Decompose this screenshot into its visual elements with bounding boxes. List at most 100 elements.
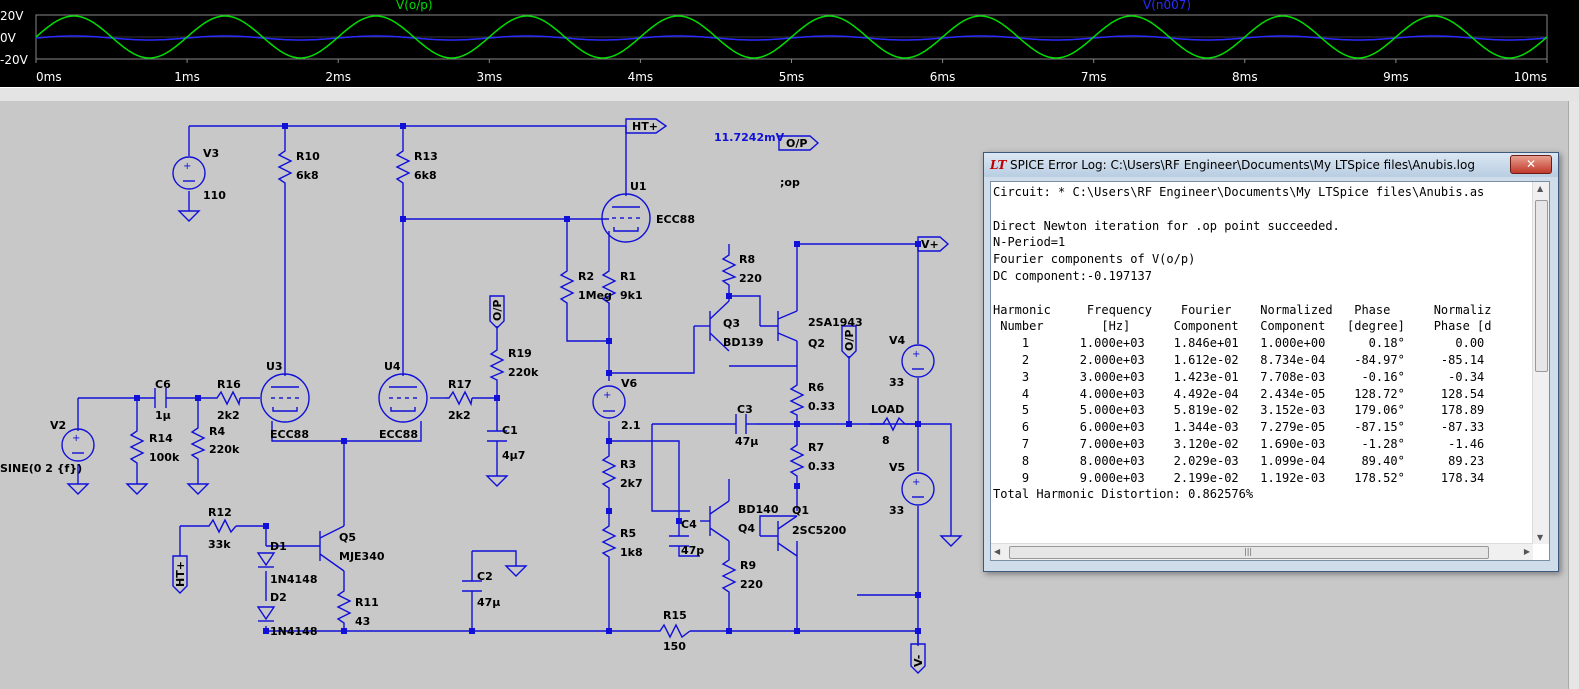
scroll-right-icon[interactable]: ▶ [1523,547,1530,556]
resistor-symbols[interactable] [129,146,906,639]
net-label-op-q2[interactable]: O/P [843,330,856,351]
x-tick-label: 6ms [930,70,956,84]
capacitor-symbols[interactable] [154,388,756,592]
x-tick-label: 2ms [325,70,351,84]
R5-name: R5 [620,527,636,540]
log-content[interactable]: Circuit: * C:\Users\RF Engineer\Document… [990,181,1550,561]
V4-name: V4 [889,334,906,347]
Q3-name: Q3 [723,317,740,330]
diode-symbols[interactable] [256,552,276,622]
transistor-symbols[interactable] [319,300,798,572]
vertical-scroll-thumb[interactable] [1535,200,1548,372]
Q1-value: 2SC5200 [792,524,847,537]
net-label-ht-plus-left[interactable]: HT+ [174,561,187,587]
C6-name: C6 [155,378,171,391]
net-flags[interactable] [172,118,950,674]
R10-name: R10 [296,150,320,163]
log-line: 7 7.000e+03 3.120e-02 1.690e-03 -1.28° -… [1021,436,1485,451]
Q3-value: BD139 [723,336,763,349]
horizontal-scrollbar[interactable]: ◀ ||| ▶ [991,543,1533,560]
schematic-drawing[interactable]: + + + + + [0,101,1579,689]
R3-value: 2k7 [620,477,643,490]
log-line: Circuit: * C:\Users\RF Engineer\Document… [993,185,1485,199]
V2-source-symbol[interactable]: + [61,428,95,462]
trace-n007[interactable] [35,35,1548,41]
right-scroll-edge[interactable] [1568,101,1579,689]
net-label-ht-plus-top[interactable]: HT+ [632,120,658,133]
net-label-op-top[interactable]: O/P [786,137,807,150]
log-line: Fourier components of V(o/p) [993,252,1196,267]
svg-text:+: + [72,433,80,444]
log-line: Number [Hz] Component Component [degree]… [1000,319,1492,334]
U1-value: ECC88 [656,213,695,226]
log-line: 1 1.000e+03 1.846e+01 1.000e+00 0.18° 0.… [1021,336,1485,351]
V4-value: 33 [889,376,904,389]
V2-value: SINE(0 2 {f}) [0,462,82,475]
V5-name: V5 [889,461,905,474]
grip-icon: ||| [1244,547,1253,556]
log-line: Total Harmonic Distortion: 0.862576% [993,487,1254,502]
U4-name: U4 [384,360,401,373]
log-line: 3 3.000e+03 1.423e-01 7.708e-03 -0.16° -… [1021,369,1485,384]
R2-value: 1Meg [578,289,612,302]
ground-symbols [66,210,963,577]
net-label-v-plus[interactable]: V+ [921,238,939,251]
log-line: 2 2.000e+03 1.612e-02 8.734e-04 -84.97° … [1021,352,1485,367]
V6-source-symbol[interactable]: + [592,385,626,419]
R4-value: 220k [209,443,240,456]
R8-value: 220 [739,272,762,285]
vertical-scrollbar[interactable]: ▲ ▼ [1532,182,1549,544]
V5-source-symbol[interactable]: + [901,472,935,506]
log-text[interactable]: Circuit: * C:\Users\RF Engineer\Document… [993,184,1531,540]
V3-source-symbol[interactable]: + [172,156,206,190]
trace1-legend[interactable]: V(o/p) [396,0,433,12]
log-title: SPICE Error Log: C:\Users\RF Engineer\Do… [1010,158,1475,172]
net-label-v-minus[interactable]: V- [912,655,925,667]
R13-name: R13 [414,150,438,163]
log-titlebar[interactable]: LT SPICE Error Log: C:\Users\RF Engineer… [984,153,1558,177]
R17-value: 2k2 [448,409,471,422]
spice-error-log-window[interactable]: LT SPICE Error Log: C:\Users\RF Engineer… [983,152,1559,572]
measurement-readout[interactable]: 11.7242mV [714,131,785,144]
x-tick-label: 3ms [477,70,503,84]
op-directive[interactable]: ;op [780,176,800,189]
svg-text:+: + [603,390,611,401]
svg-text:+: + [912,349,920,360]
R7-name: R7 [808,441,824,454]
y-tick-label: 20V [0,9,24,23]
x-tick-label: 4ms [628,70,654,84]
D2-name: D2 [270,591,287,604]
log-line: N-Period=1 [993,235,1066,250]
log-line: 6 6.000e+03 1.344e-03 7.279e-05 -87.15° … [1021,420,1485,435]
R12-value: 33k [208,538,231,551]
R19-name: R19 [508,347,532,360]
C3-name: C3 [737,403,753,416]
close-button[interactable]: ✕ [1510,155,1552,174]
scroll-left-icon[interactable]: ◀ [994,547,1001,556]
C2-value: 47µ [477,596,500,609]
net-label-op-r19[interactable]: O/P [491,300,504,321]
Q4-value: BD140 [738,503,779,516]
horizontal-scroll-thumb[interactable]: ||| [1009,546,1489,559]
trace-output[interactable] [35,15,1548,59]
R17-name: R17 [448,378,472,391]
trace2-legend[interactable]: V(n007) [1143,0,1191,12]
svg-text:+: + [183,161,191,172]
V4-source-symbol[interactable]: + [901,344,935,378]
x-tick-label: 7ms [1081,70,1107,84]
Q1-name: Q1 [792,504,809,517]
D2-value: 1N4148 [270,625,317,638]
U3-name: U3 [266,360,283,373]
log-line: 4 4.000e+03 4.492e-04 2.434e-05 128.72° … [1021,386,1485,401]
R9-name: R9 [740,559,756,572]
scroll-up-icon[interactable]: ▲ [1537,184,1544,193]
R2-name: R2 [578,270,594,283]
C1-name: C1 [502,424,518,437]
triode-symbols[interactable] [260,193,651,423]
scroll-down-icon[interactable]: ▼ [1537,533,1544,542]
log-line: DC component:-0.197137 [993,268,1152,283]
R3-name: R3 [620,458,636,471]
Q2-value: 2SA1943 [808,316,863,329]
